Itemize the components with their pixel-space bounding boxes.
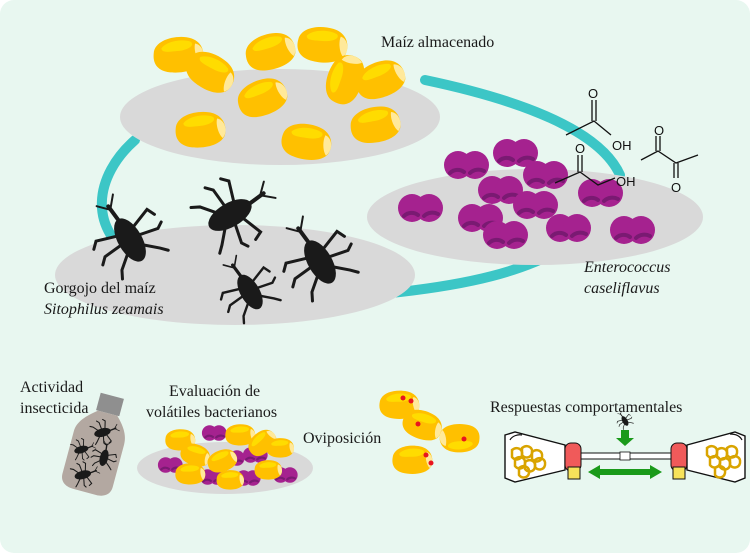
- volatiles-evaluation-panel: Evaluación de volátiles bacterianos: [137, 383, 313, 494]
- bacterium: [511, 189, 560, 221]
- corn-kernel: [216, 470, 245, 490]
- bacterium: [442, 149, 491, 181]
- oxygen-label: O: [575, 141, 585, 156]
- bacterium: [481, 219, 530, 251]
- bacterium: [521, 159, 570, 191]
- volatiles-label-line2: volátiles bacterianos: [146, 404, 277, 421]
- behavioral-label: Respuestas comportamentales: [490, 399, 682, 416]
- bacterium: [608, 214, 657, 246]
- oxygen-label: O: [588, 86, 598, 101]
- right-filter: [672, 466, 686, 480]
- bacteria-genus-label: Enterococcus: [583, 259, 670, 276]
- insecticidal-activity-panel: Actividad insecticida: [20, 379, 125, 496]
- diacetyl-structure: O O: [640, 123, 699, 195]
- volatiles-label-line1: Evaluación de: [169, 383, 260, 400]
- egg-dot: [400, 395, 406, 401]
- left-filter: [567, 466, 581, 480]
- bacteria-species-label: caseliflavus: [584, 280, 660, 297]
- down-arrow-icon: [616, 430, 634, 446]
- oviposition-label: Oviposición: [303, 430, 381, 447]
- bottle-icon: [62, 392, 125, 496]
- bacterium: [200, 424, 228, 442]
- weevil-species-label: Sitophilus zeamais: [44, 301, 164, 318]
- insecticidal-label-line1: Actividad: [20, 379, 83, 396]
- behavioral-responses-panel: Respuestas comportamentales: [490, 399, 746, 483]
- corn-kernel: [254, 460, 283, 480]
- stored-maize-label: Maíz almacenado: [381, 34, 494, 51]
- oxygen-label: O: [654, 123, 664, 138]
- corn-kernel: [392, 445, 433, 474]
- corn-kernel: [175, 463, 206, 485]
- bacterium: [544, 212, 593, 244]
- oviposition-panel: Oviposición: [303, 390, 480, 474]
- double-arrow-icon: [588, 465, 662, 479]
- egg-dot: [408, 398, 414, 404]
- corn-kernel: [439, 424, 480, 453]
- weevil-common-name-label: Gorgojo del maíz: [44, 280, 156, 297]
- oxygen-label: O: [671, 180, 681, 195]
- egg-dot: [423, 452, 429, 458]
- acetic-acid-structure: O OH: [565, 86, 632, 153]
- insecticidal-label-line2: insecticida: [20, 400, 88, 417]
- hydroxyl-label: OH: [616, 174, 636, 189]
- egg-dot: [461, 436, 467, 442]
- egg-dot: [415, 421, 421, 427]
- egg-dot: [428, 460, 434, 466]
- corn-kernel: [266, 438, 295, 458]
- olfactometer-diagram: [504, 407, 746, 483]
- acetoin-structure: O OH: [554, 141, 636, 189]
- bacterium: [396, 192, 445, 224]
- hydroxyl-label: OH: [612, 138, 632, 153]
